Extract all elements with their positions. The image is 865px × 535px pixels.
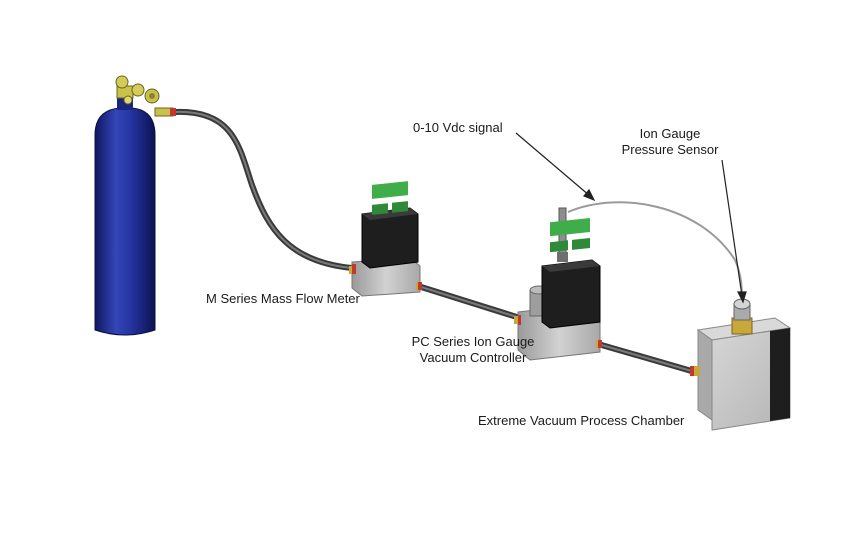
regulator-valve-icon — [115, 75, 176, 117]
mass-flow-meter-device — [349, 181, 422, 297]
label-ion-gauge-sensor: Ion Gauge Pressure Sensor — [605, 126, 735, 158]
label-ion-gauge-sensor-line1: Ion Gauge — [639, 126, 701, 141]
leader-arrows — [515, 132, 747, 304]
label-signal: 0-10 Vdc signal — [413, 120, 503, 135]
signal-cable — [567, 201, 743, 306]
process-chamber — [690, 317, 792, 431]
label-mass-flow-meter: M Series Mass Flow Meter — [206, 291, 360, 306]
label-chamber: Extreme Vacuum Process Chamber — [478, 413, 685, 428]
label-pc-controller-line1: PC Series Ion Gauge — [411, 334, 535, 349]
label-pc-controller: PC Series Ion Gauge Vacuum Controller — [398, 334, 548, 366]
ion-gauge-sensor-device — [731, 298, 753, 335]
label-pc-controller-line2: Vacuum Controller — [419, 350, 527, 365]
pc-vacuum-controller-device — [514, 207, 602, 361]
label-ion-gauge-sensor-line2: Pressure Sensor — [621, 142, 719, 157]
gas-cylinder — [94, 75, 176, 336]
gas-line-cylinder-to-mfm — [173, 108, 355, 271]
